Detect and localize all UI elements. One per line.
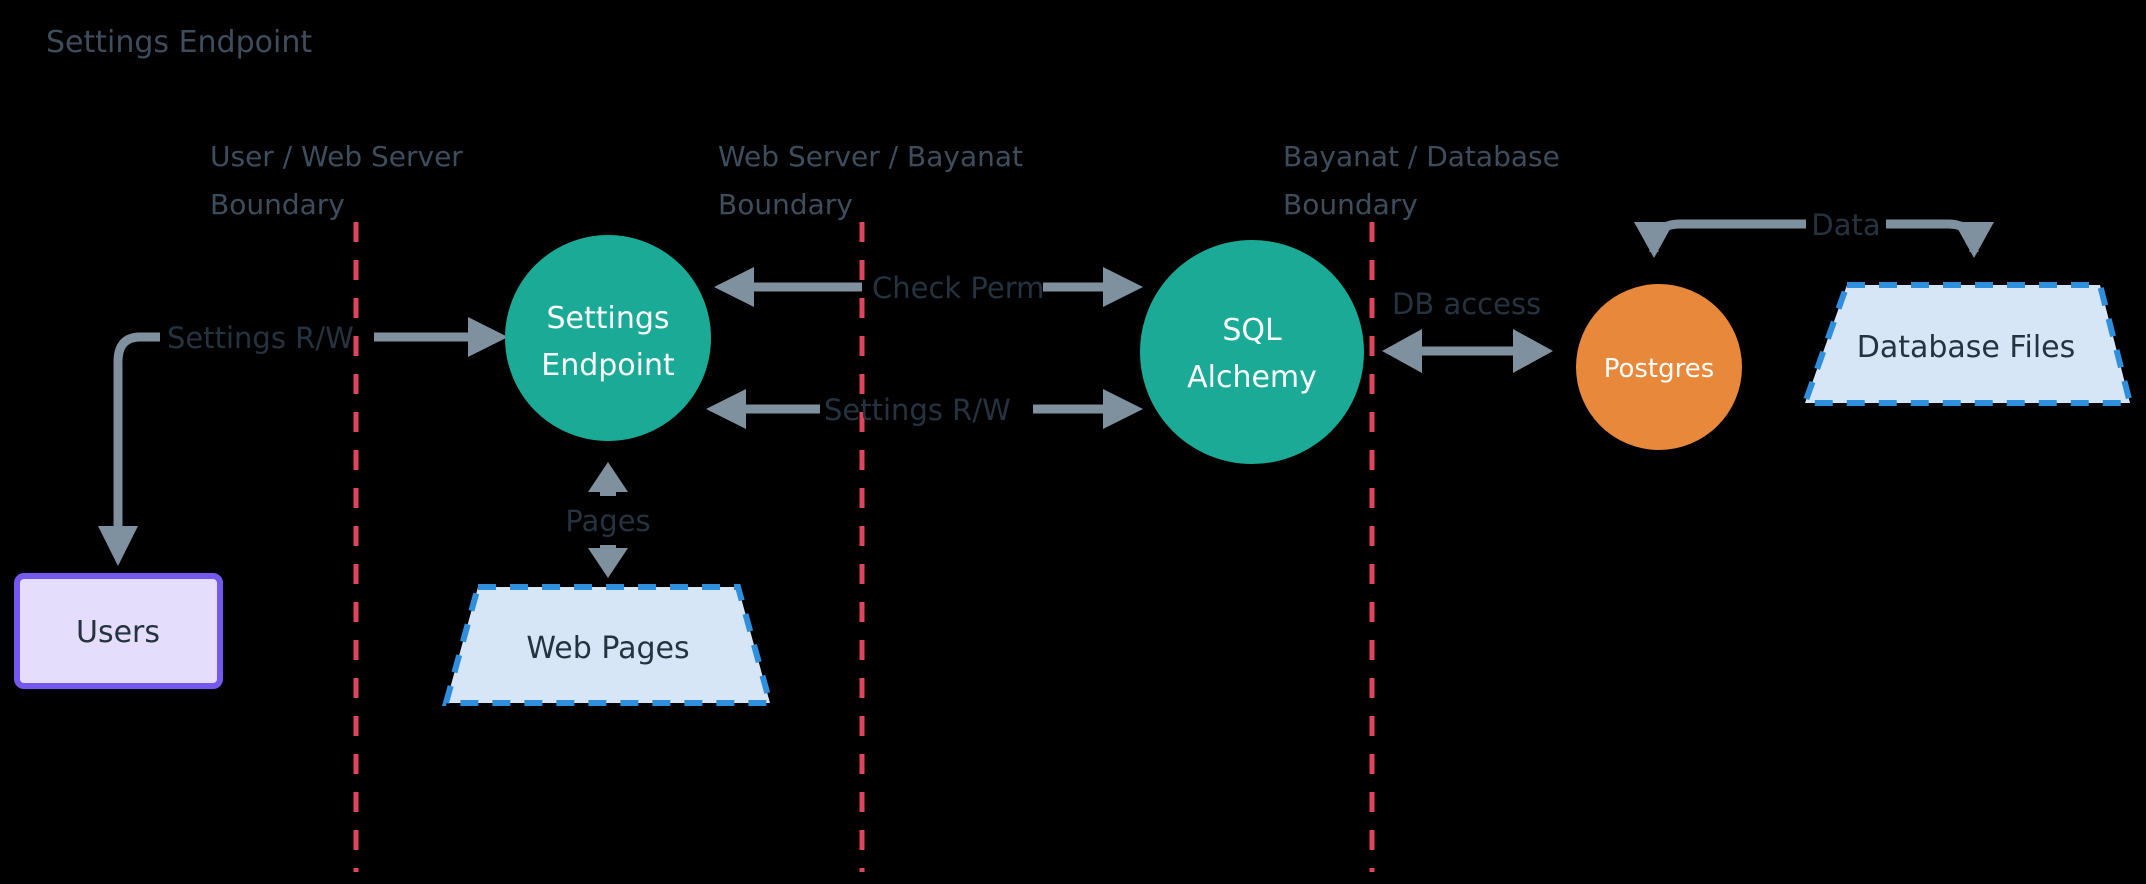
node-sql-alchemy-label-line1: SQL — [1222, 313, 1282, 348]
arrowhead-right-db-access — [1513, 329, 1553, 373]
arrowhead-up-pages — [588, 462, 628, 492]
flow-check-perm: Check Perm — [714, 267, 1143, 307]
node-database-files[interactable]: Database Files — [1800, 282, 2134, 406]
boundary-web-server-bayanat: Web Server / Bayanat Boundary — [718, 140, 1023, 872]
node-users-shape[interactable] — [14, 573, 223, 689]
flow-data: Data — [1634, 208, 1994, 258]
flow-label-data: Data — [1811, 208, 1880, 242]
flow-line-data-left — [1649, 219, 1806, 252]
node-sql-alchemy[interactable]: SQL Alchemy — [1140, 240, 1364, 464]
node-settings-endpoint-shape[interactable] — [505, 235, 711, 441]
node-postgres-shape[interactable] — [1576, 284, 1742, 450]
boundary-label-line1: Bayanat / Database — [1283, 140, 1560, 173]
arrowhead-down-database-files — [1954, 222, 1994, 258]
flow-line-pages-upper — [600, 480, 616, 496]
flow-line-settings-rw-users — [113, 332, 160, 530]
arrowhead-right-settings-endpoint — [468, 317, 508, 357]
flow-pages: Pages — [565, 462, 651, 578]
boundary-label-line2: Boundary — [210, 188, 345, 221]
page-title: Settings Endpoint — [46, 25, 312, 60]
node-database-files-shape[interactable] — [1800, 282, 2134, 406]
flow-settings-rw-users: Settings R/W — [98, 317, 508, 566]
flow-label-settings-rw-db: Settings R/W — [824, 393, 1011, 427]
node-web-pages-label: Web Pages — [526, 631, 689, 666]
node-postgres[interactable]: Postgres — [1576, 284, 1742, 450]
flow-label-check-perm: Check Perm — [872, 271, 1044, 305]
arrowhead-right-check-perm — [1103, 267, 1143, 307]
node-settings-endpoint-label-line1: Settings — [546, 301, 669, 336]
node-sql-alchemy-label-line2: Alchemy — [1187, 360, 1317, 395]
boundary-label-line1: User / Web Server — [210, 140, 463, 173]
arrowhead-right-settings-rw-db — [1103, 389, 1143, 429]
arrowhead-down-pages — [588, 548, 628, 578]
flow-label-settings-rw-users: Settings R/W — [167, 321, 354, 355]
flow-label-pages: Pages — [565, 504, 650, 538]
node-users[interactable]: Users — [14, 573, 223, 689]
flow-settings-rw-db: Settings R/W — [706, 389, 1143, 429]
node-users-label: Users — [76, 615, 160, 650]
boundary-label-line2: Boundary — [1283, 188, 1418, 221]
arrowhead-left-db-access — [1382, 329, 1422, 373]
node-sql-alchemy-shape[interactable] — [1140, 240, 1364, 464]
node-settings-endpoint[interactable]: Settings Endpoint — [505, 235, 711, 441]
node-web-pages-shape[interactable] — [442, 584, 774, 706]
boundary-label-line2: Boundary — [718, 188, 853, 221]
arrowhead-down-postgres — [1634, 222, 1674, 258]
arrowhead-left-check-perm — [714, 267, 754, 307]
boundary-user-web-server: User / Web Server Boundary — [210, 140, 463, 872]
arrowhead-left-settings-rw-db — [706, 389, 746, 429]
node-web-pages[interactable]: Web Pages — [442, 584, 774, 706]
boundary-bayanat-database: Bayanat / Database Boundary — [1283, 140, 1560, 872]
boundary-label-line1: Web Server / Bayanat — [718, 140, 1023, 173]
flow-label-db-access: DB access — [1392, 287, 1541, 321]
node-database-files-label: Database Files — [1857, 330, 2076, 365]
arrowhead-down-users — [98, 526, 138, 566]
node-settings-endpoint-label-line2: Endpoint — [541, 348, 675, 383]
flow-db-access: DB access — [1382, 287, 1553, 373]
node-postgres-label: Postgres — [1604, 354, 1715, 384]
